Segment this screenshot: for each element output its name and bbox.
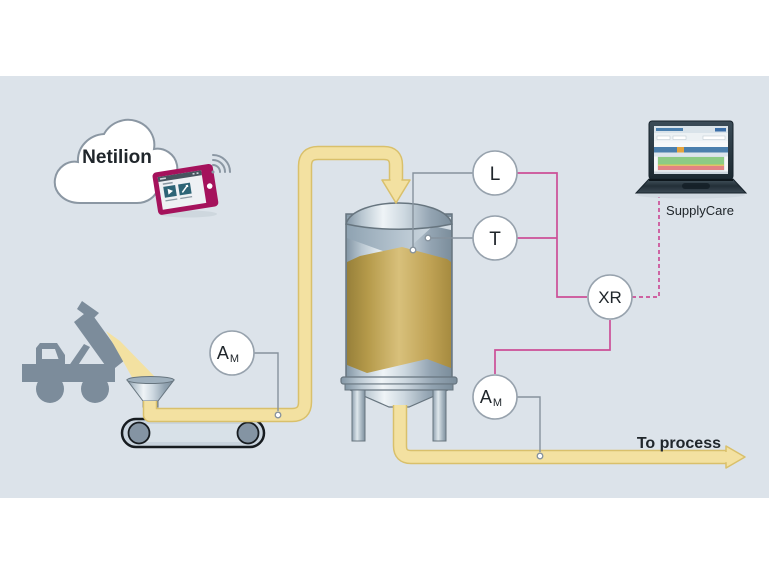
laptop-hinge [649, 179, 733, 181]
dump-truck [22, 301, 125, 403]
truck-wheel [81, 375, 109, 403]
conveyor-belt [120, 417, 266, 449]
truck-tailgate [77, 301, 99, 320]
supplycare-app-ui [654, 126, 728, 174]
silo-leg [432, 389, 447, 442]
discharge-pipe [392, 405, 746, 469]
signal-lines [494, 172, 660, 374]
play-icon [167, 188, 173, 195]
to-process-label: To process [637, 435, 721, 452]
outlet-flow-node [536, 452, 544, 460]
instrument-temperature: T [472, 215, 518, 261]
silo-flange-upper [340, 376, 458, 385]
silo-material-fill [347, 247, 451, 373]
conveyor-roller [127, 421, 151, 445]
temperature-label: T [489, 229, 501, 250]
conveyor-inner [127, 424, 259, 442]
level-probe-node [409, 246, 417, 254]
supplycare-laptop: SupplyCare [634, 120, 748, 218]
tablet-header-bar [157, 170, 202, 183]
material-stream [106, 331, 157, 379]
laptop-touchpad [682, 183, 710, 189]
instrument-recorder: XR [587, 274, 633, 320]
tablet-header-dot [192, 172, 195, 175]
truck-wheel [36, 375, 64, 403]
cloud-label: Netilion [82, 147, 152, 168]
feed-pipe [142, 145, 411, 423]
silo-leg [351, 389, 366, 442]
tablet-text-line [180, 195, 193, 200]
tablet-text-line [162, 181, 173, 185]
conveyor-roller [236, 421, 260, 445]
home-button[interactable] [206, 183, 213, 189]
tablet-header-dot [159, 177, 167, 180]
silo-flange-lower [344, 383, 454, 391]
tablet-device [152, 154, 231, 218]
instrument-feed-flow: AM [209, 330, 255, 376]
temperature-probe-node [424, 234, 432, 242]
tools-icon [181, 184, 189, 193]
laptop-caption: SupplyCare [666, 203, 734, 218]
instrument-wiring [253, 172, 544, 460]
wifi-icon [211, 154, 231, 174]
instrument-level: L [472, 150, 518, 196]
feed-flow-node [274, 411, 282, 419]
truck-window [42, 349, 59, 359]
outlet-flow-label: AM [480, 387, 502, 409]
funnel-rim [126, 376, 175, 384]
recorder-label: XR [598, 288, 622, 307]
tablet-header-dot [196, 172, 199, 175]
feed-flow-label: AM [217, 343, 239, 365]
storage-silo [340, 202, 458, 442]
level-label: L [490, 164, 501, 185]
laptop-signal-line [632, 197, 660, 298]
truck-bed [74, 310, 125, 372]
silo-dome [345, 202, 453, 230]
tablet-text-line [165, 198, 178, 202]
instrument-outlet-flow: AM [472, 374, 518, 420]
silo-cone [349, 389, 449, 408]
